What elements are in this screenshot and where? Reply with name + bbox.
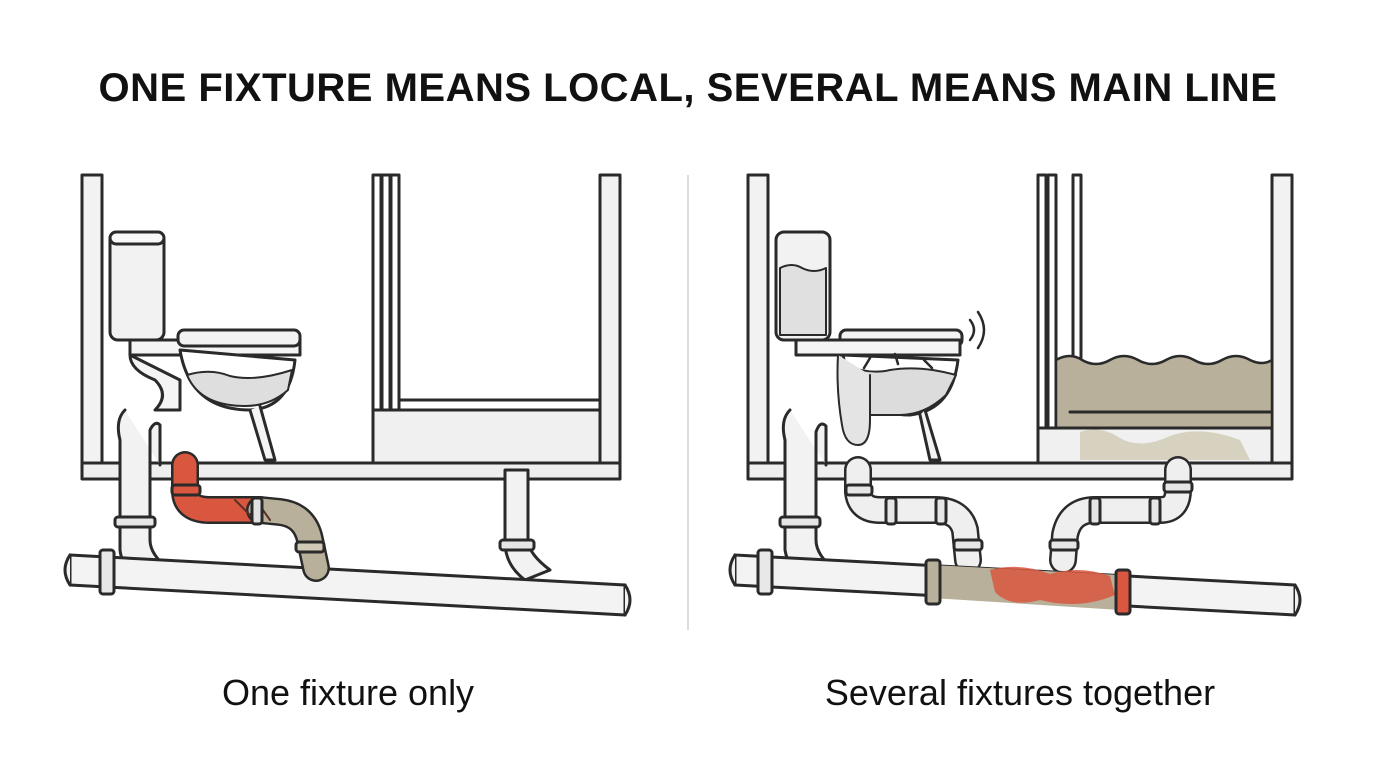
panel-single-fixture bbox=[60, 170, 660, 640]
floor bbox=[746, 461, 1294, 481]
main-line-clog bbox=[728, 548, 1302, 617]
toilet-icon bbox=[108, 230, 302, 462]
caption-several-fixtures: Several fixtures together bbox=[824, 672, 1216, 713]
shower-drain-pipe bbox=[498, 468, 552, 582]
left-wall bbox=[80, 173, 104, 467]
shower-enclosure bbox=[371, 173, 622, 467]
single-fixture-illustration bbox=[63, 173, 632, 617]
toilet-overflow-icon bbox=[774, 230, 986, 462]
clogged-branch-pipe bbox=[170, 451, 330, 582]
panel-several-fixtures bbox=[720, 170, 1320, 640]
diagram-title: ONE FIXTURE MEANS LOCAL, SEVERAL MEANS M… bbox=[98, 66, 1278, 110]
branch-pipes bbox=[844, 456, 1194, 574]
toilet-drain-pipe bbox=[781, 408, 837, 580]
floor bbox=[80, 461, 622, 481]
toilet-drain-pipe bbox=[116, 408, 172, 580]
caption-single-fixture: One fixture only bbox=[221, 672, 475, 713]
left-wall bbox=[746, 173, 770, 467]
panel-divider bbox=[687, 175, 689, 630]
several-fixtures-illustration bbox=[728, 173, 1302, 617]
shower-enclosure-flooded bbox=[1036, 173, 1294, 467]
main-sewer-line bbox=[63, 548, 632, 617]
